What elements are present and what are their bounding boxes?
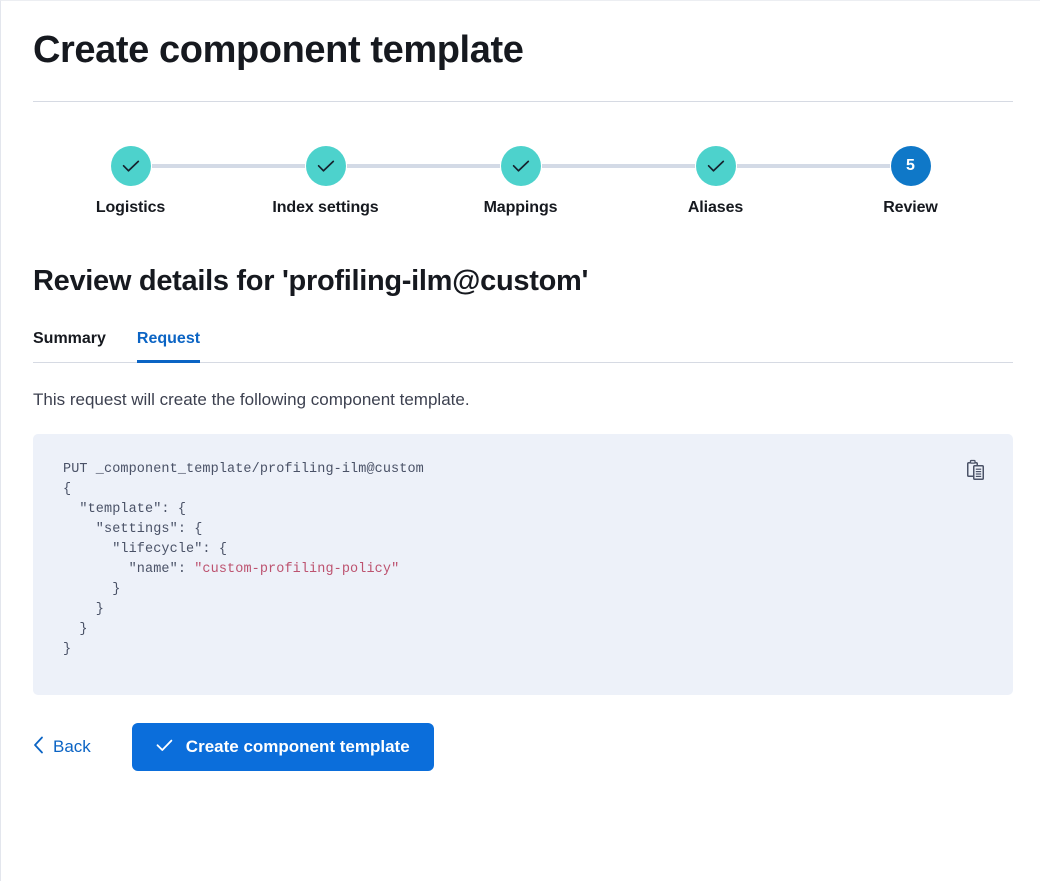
create-component-template-label: Create component template [185,737,410,756]
step-number-badge: 5 [890,146,931,186]
copy-clipboard-glyph [966,459,984,480]
step-label: Aliases [687,199,744,216]
step-connector [151,164,305,168]
code-string-value: "custom-profiling-policy" [194,562,400,577]
tab-summary[interactable]: Summary [33,326,106,363]
header-divider [33,101,1013,102]
step-connector [346,164,500,168]
tab-request[interactable]: Request [136,326,201,363]
review-tabs: Summary Request [33,326,1013,363]
step-label: Review [883,199,938,216]
wizard-step-logistics[interactable]: Logistics [33,146,228,217]
wizard-footer: Back Create component template [33,723,1008,771]
request-code-text: PUT _component_template/profiling-ilm@cu… [63,462,424,657]
step-connector [541,164,695,168]
copy-clipboard-icon[interactable] [961,454,991,484]
chevron-left-icon [33,736,44,759]
step-connector [736,164,890,168]
page-header: Create component template [1,1,1040,73]
step-label: Logistics [95,199,166,216]
step-check-icon [695,146,736,186]
step-check-icon [110,146,151,186]
step-bubble-wrap: 5 [813,146,1008,186]
step-label: Mappings [483,199,558,216]
wizard-step-aliases[interactable]: Aliases [618,146,813,217]
step-bubble-wrap [423,146,618,186]
step-bubble-wrap [618,146,813,186]
request-description: This request will create the following c… [33,390,470,409]
step-label: Index settings [272,199,379,216]
step-bubble-wrap [228,146,423,186]
create-component-template-button[interactable]: Create component template [131,723,434,771]
step-check-icon [305,146,346,186]
step-check-icon [500,146,541,186]
back-button-label: Back [53,737,91,756]
step-bubble-wrap [33,146,228,186]
wizard-step-mappings[interactable]: Mappings [423,146,618,217]
request-code-block: PUT _component_template/profiling-ilm@cu… [33,434,1013,695]
review-heading: Review details for 'profiling-ilm@custom… [33,265,589,297]
wizard-step-index-settings[interactable]: Index settings [228,146,423,217]
back-button[interactable]: Back [33,736,91,759]
page-title: Create component template [33,29,524,71]
check-icon [156,737,173,757]
